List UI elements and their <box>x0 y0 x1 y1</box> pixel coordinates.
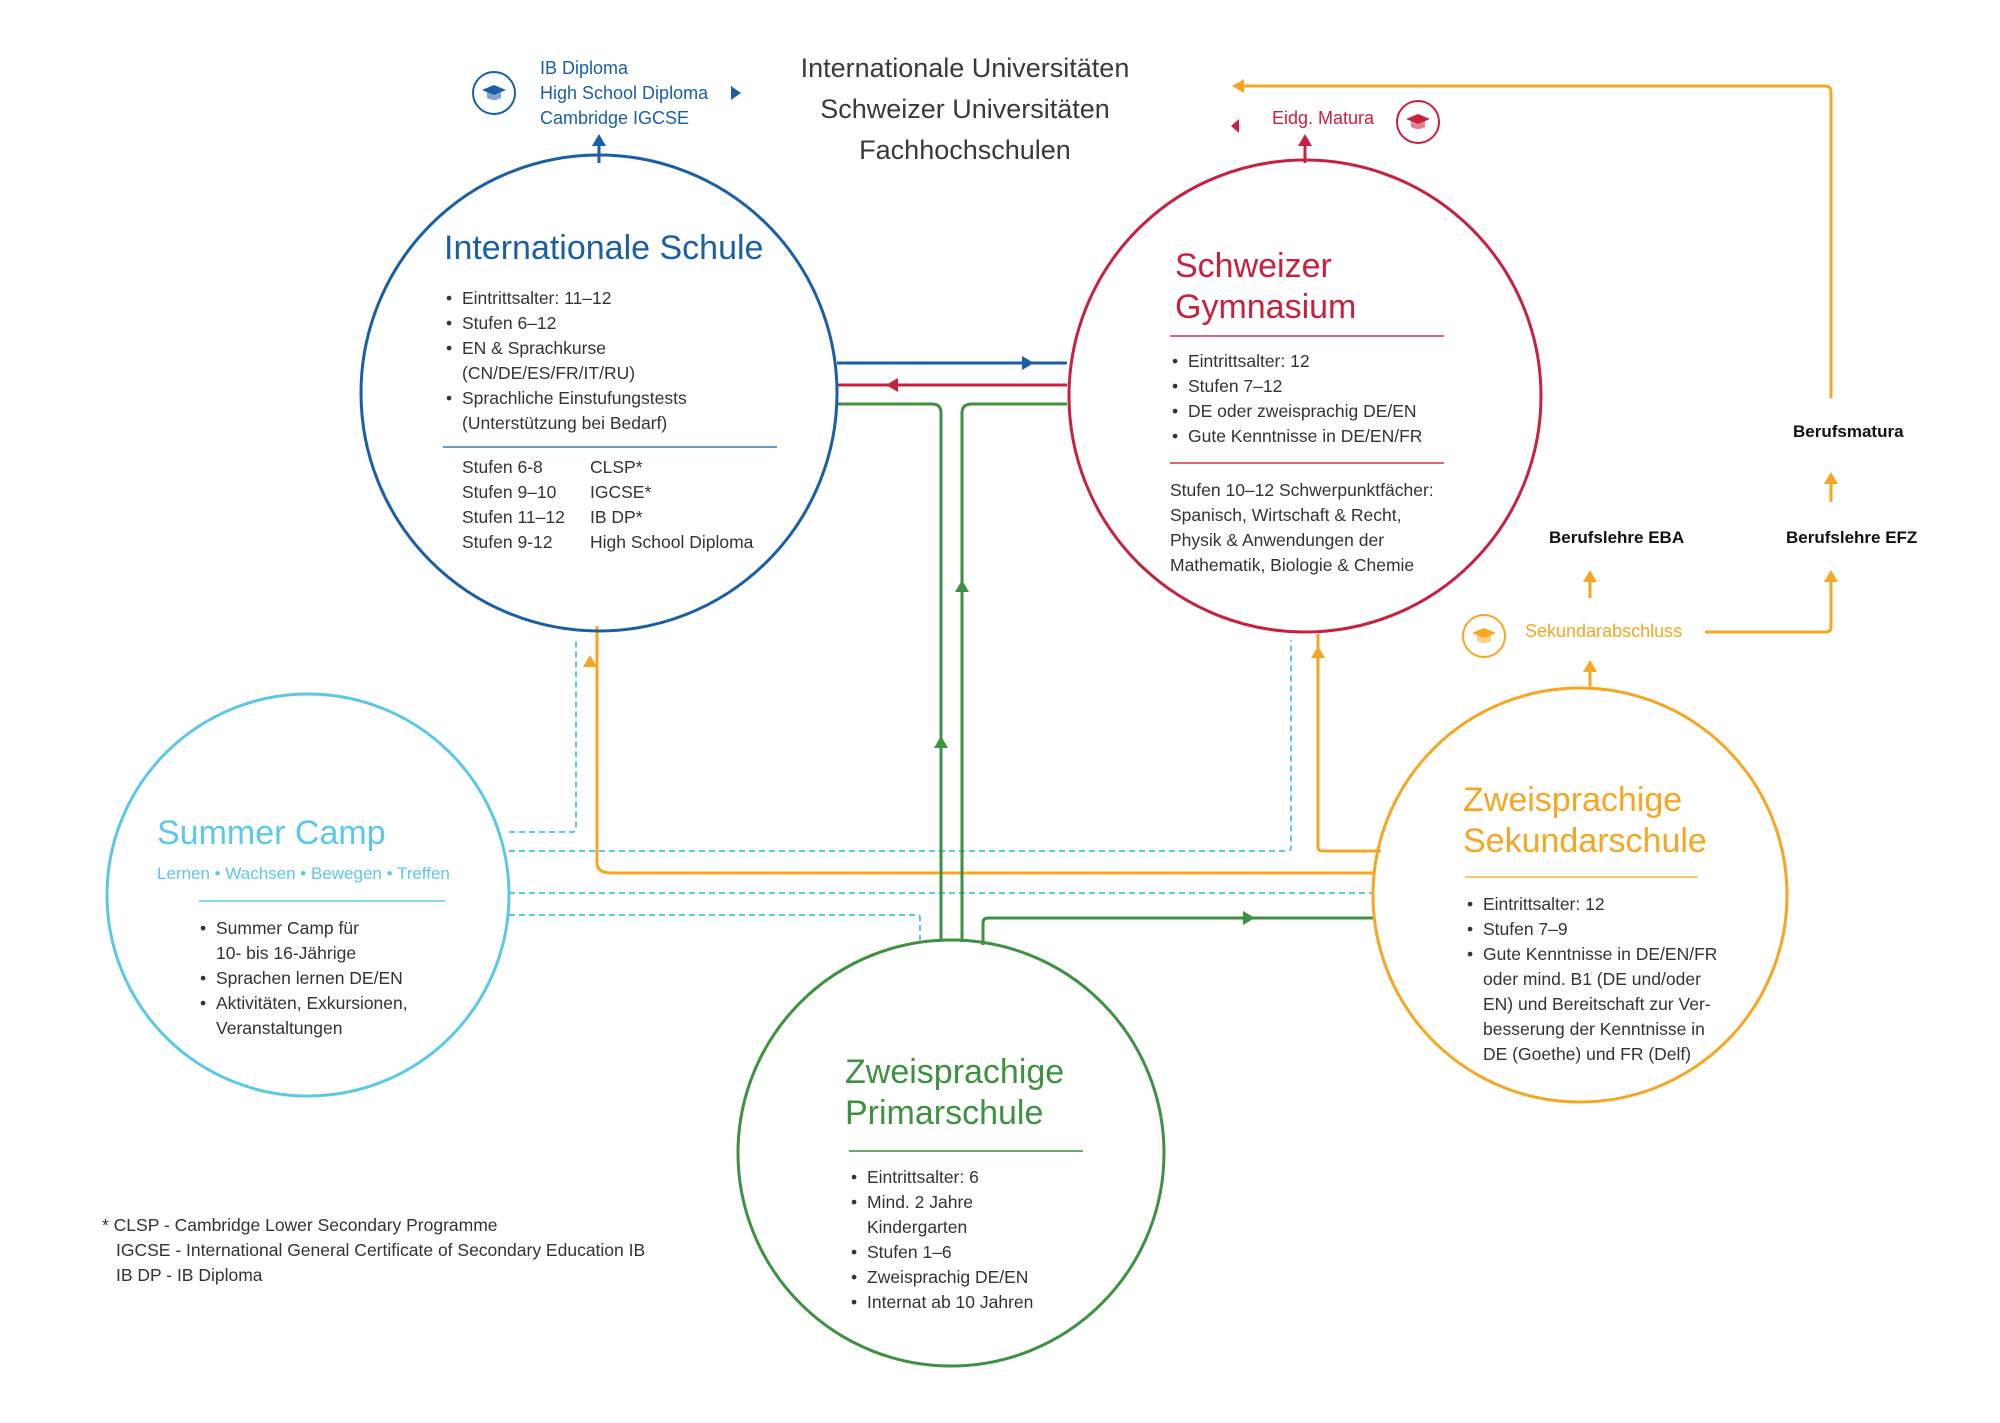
international-school-list: Eintrittsalter: 11–12 Stufen 6–12 EN & S… <box>446 286 687 436</box>
sekundar-to-gymnasium-connector <box>1316 634 1381 853</box>
eidg-matura-label: Eidg. Matura <box>1272 108 1375 128</box>
international-school-circle[interactable] <box>359 153 839 633</box>
sekundar-school-list: Eintrittsalter: 12 Stufen 7–9 Gute Kennt… <box>1467 892 1717 1067</box>
list-item: Stufen 1–6 <box>851 1240 1033 1265</box>
sekundar-school-title: Zweisprachige Sekundarschule <box>1463 781 1707 860</box>
international-divider <box>443 446 777 448</box>
summer-camp-divider <box>199 900 445 902</box>
graduation-cap-icon <box>1396 100 1440 144</box>
list-item: Sprachliche Einstufungstests(Unterstützu… <box>446 386 687 436</box>
destination-item: Internationale Universitäten <box>800 53 1130 83</box>
gymnasium-circle[interactable] <box>1067 158 1543 634</box>
exit-high-school-diploma: High School Diploma <box>540 83 709 103</box>
primar-school-list: Eintrittsalter: 6 Mind. 2 JahreKindergar… <box>851 1165 1033 1315</box>
summer-to-primar-connector <box>509 914 921 940</box>
list-item: Stufen 6–12 <box>446 311 687 336</box>
ib-exit-arrow-icon <box>731 86 741 100</box>
arrowhead <box>1298 134 1312 146</box>
primar-to-gymnasium-connector <box>960 402 1067 942</box>
sekundarabschluss-to-efz-connector <box>1705 578 1833 634</box>
summer-to-international-connector <box>509 640 577 833</box>
destination-item: Schweizer Universitäten <box>820 94 1110 124</box>
international-school-title: Internationale Schule <box>444 229 764 267</box>
sekundar-school-circle[interactable] <box>1371 686 1789 1104</box>
arrowhead <box>1583 570 1597 582</box>
destination-item: Fachhochschulen <box>859 135 1071 165</box>
list-item: Gute Kenntnisse in DE/EN/FR oder mind. B… <box>1467 942 1717 1067</box>
primar-school-title: Zweisprachige Primarschule <box>845 1053 1065 1132</box>
list-item: Eintrittsalter: 11–12 <box>446 286 687 311</box>
exit-ib-diploma: IB Diploma <box>540 58 629 78</box>
graduation-cap-icon <box>472 71 516 115</box>
gymnasium-divider-bottom <box>1170 462 1444 464</box>
primar-to-international-connector <box>837 402 943 942</box>
gymnasium-focus-subjects: Stufen 10–12 Schwerpunktfächer: Spanisch… <box>1170 480 1434 575</box>
gymnasium-divider-top <box>1170 335 1444 337</box>
berufslehre-eba-label: Berufslehre EBA <box>1549 528 1685 547</box>
berufsmatura-to-universities-connector <box>1240 84 1833 398</box>
list-item: Aktivitäten, Exkursionen,Veranstaltungen <box>200 991 408 1041</box>
summer-camp-subtitle: Lernen • Wachsen • Bewegen • Treffen <box>157 864 450 883</box>
berufsmatura-label: Berufsmatura <box>1793 422 1904 441</box>
arrowhead <box>1232 79 1244 93</box>
list-item: Eintrittsalter: 12 <box>1467 892 1717 917</box>
primar-school-circle[interactable] <box>736 938 1166 1368</box>
list-item: Internat ab 10 Jahren <box>851 1290 1033 1315</box>
matura-exit-arrow-icon <box>1231 119 1239 133</box>
arrowhead <box>955 580 969 592</box>
list-item: Stufen 7–12 <box>1172 374 1422 399</box>
list-item: Sprachen lernen DE/EN <box>200 966 408 991</box>
summer-camp-circle[interactable] <box>105 692 511 1098</box>
footnote-line: * CLSP - Cambridge Lower Secondary Progr… <box>102 1215 498 1235</box>
sekundar-connectors <box>595 84 1833 875</box>
sekundarabschluss-label: Sekundarabschluss <box>1525 621 1683 641</box>
arrowhead <box>592 134 606 146</box>
arrowhead <box>1824 570 1838 582</box>
international-exit-labels: IB Diploma High School Diploma Cambridge… <box>540 56 708 131</box>
gymnasium-list: Eintrittsalter: 12 Stufen 7–12 DE oder z… <box>1172 349 1422 449</box>
arrowhead <box>1243 911 1255 925</box>
arrowhead <box>934 736 948 748</box>
primar-connectors <box>837 402 1375 945</box>
primar-to-sekundar-connector <box>981 916 1375 945</box>
berufslehre-efz-label: Berufslehre EFZ <box>1786 528 1918 547</box>
list-item: Zweisprachig DE/EN <box>851 1265 1033 1290</box>
arrowhead <box>583 655 597 667</box>
summer-to-gymnasium-connector <box>509 640 1292 852</box>
list-item: Eintrittsalter: 6 <box>851 1165 1033 1190</box>
footnote-line: IB DP - IB Diploma <box>116 1265 263 1285</box>
graduation-cap-icon <box>1462 614 1506 658</box>
primar-divider <box>849 1150 1083 1152</box>
list-item: Gute Kenntnisse in DE/EN/FR <box>1172 424 1422 449</box>
arrowhead <box>886 378 898 392</box>
footnote-line: IGCSE - International General Certificat… <box>116 1240 646 1260</box>
arrowhead <box>1824 472 1838 484</box>
gymnasium-title: Schweizer Gymnasium <box>1175 247 1357 326</box>
destinations: Internationale Universitäten Schweizer U… <box>760 48 1170 171</box>
footnote: * CLSP - Cambridge Lower Secondary Progr… <box>102 1213 645 1288</box>
summer-camp-title: Summer Camp <box>157 814 386 852</box>
arrowhead <box>1583 660 1597 672</box>
list-item: EN & Sprachkurse(CN/DE/ES/FR/IT/RU) <box>446 336 687 386</box>
list-item: Eintrittsalter: 12 <box>1172 349 1422 374</box>
arrowhead <box>1311 646 1325 658</box>
sekundar-divider <box>1465 876 1698 878</box>
sekundar-to-international-connector <box>595 626 1375 875</box>
list-item: DE oder zweisprachig DE/EN <box>1172 399 1422 424</box>
exit-cambridge-igcse: Cambridge IGCSE <box>540 108 690 128</box>
arrowhead <box>1022 356 1034 370</box>
list-item: Stufen 7–9 <box>1467 917 1717 942</box>
